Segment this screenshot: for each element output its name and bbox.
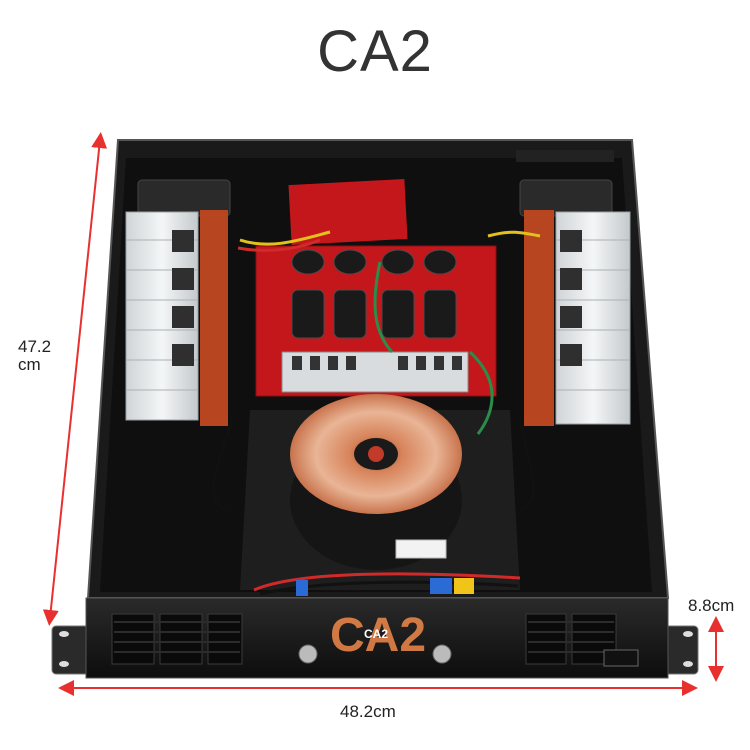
toroidal-transformer [290,394,462,570]
power-switch[interactable] [603,649,639,667]
depth-dimension-label: 47.2 cm [18,338,51,374]
heatsink-right [524,210,631,426]
front-panel: CA2 CA2 [85,597,669,679]
connectors [296,578,474,596]
volume-knob-left[interactable] [298,644,318,664]
depth-unit: cm [18,355,41,374]
height-dimension-label: 8.8cm [688,596,735,615]
depth-dimension-line [42,132,108,626]
capacitors [291,249,457,339]
volume-knob-right[interactable] [432,644,452,664]
rack-ear-left [51,625,97,675]
front-panel-model-label: CA2 [364,627,388,641]
product-title: CA2 [317,19,433,84]
heatsink-left [125,210,228,426]
wiring [212,230,541,596]
width-dimension-label: 48.2cm [340,702,396,721]
front-panel-logo: CA2 [330,609,426,662]
depth-value: 47.2 [18,337,52,356]
